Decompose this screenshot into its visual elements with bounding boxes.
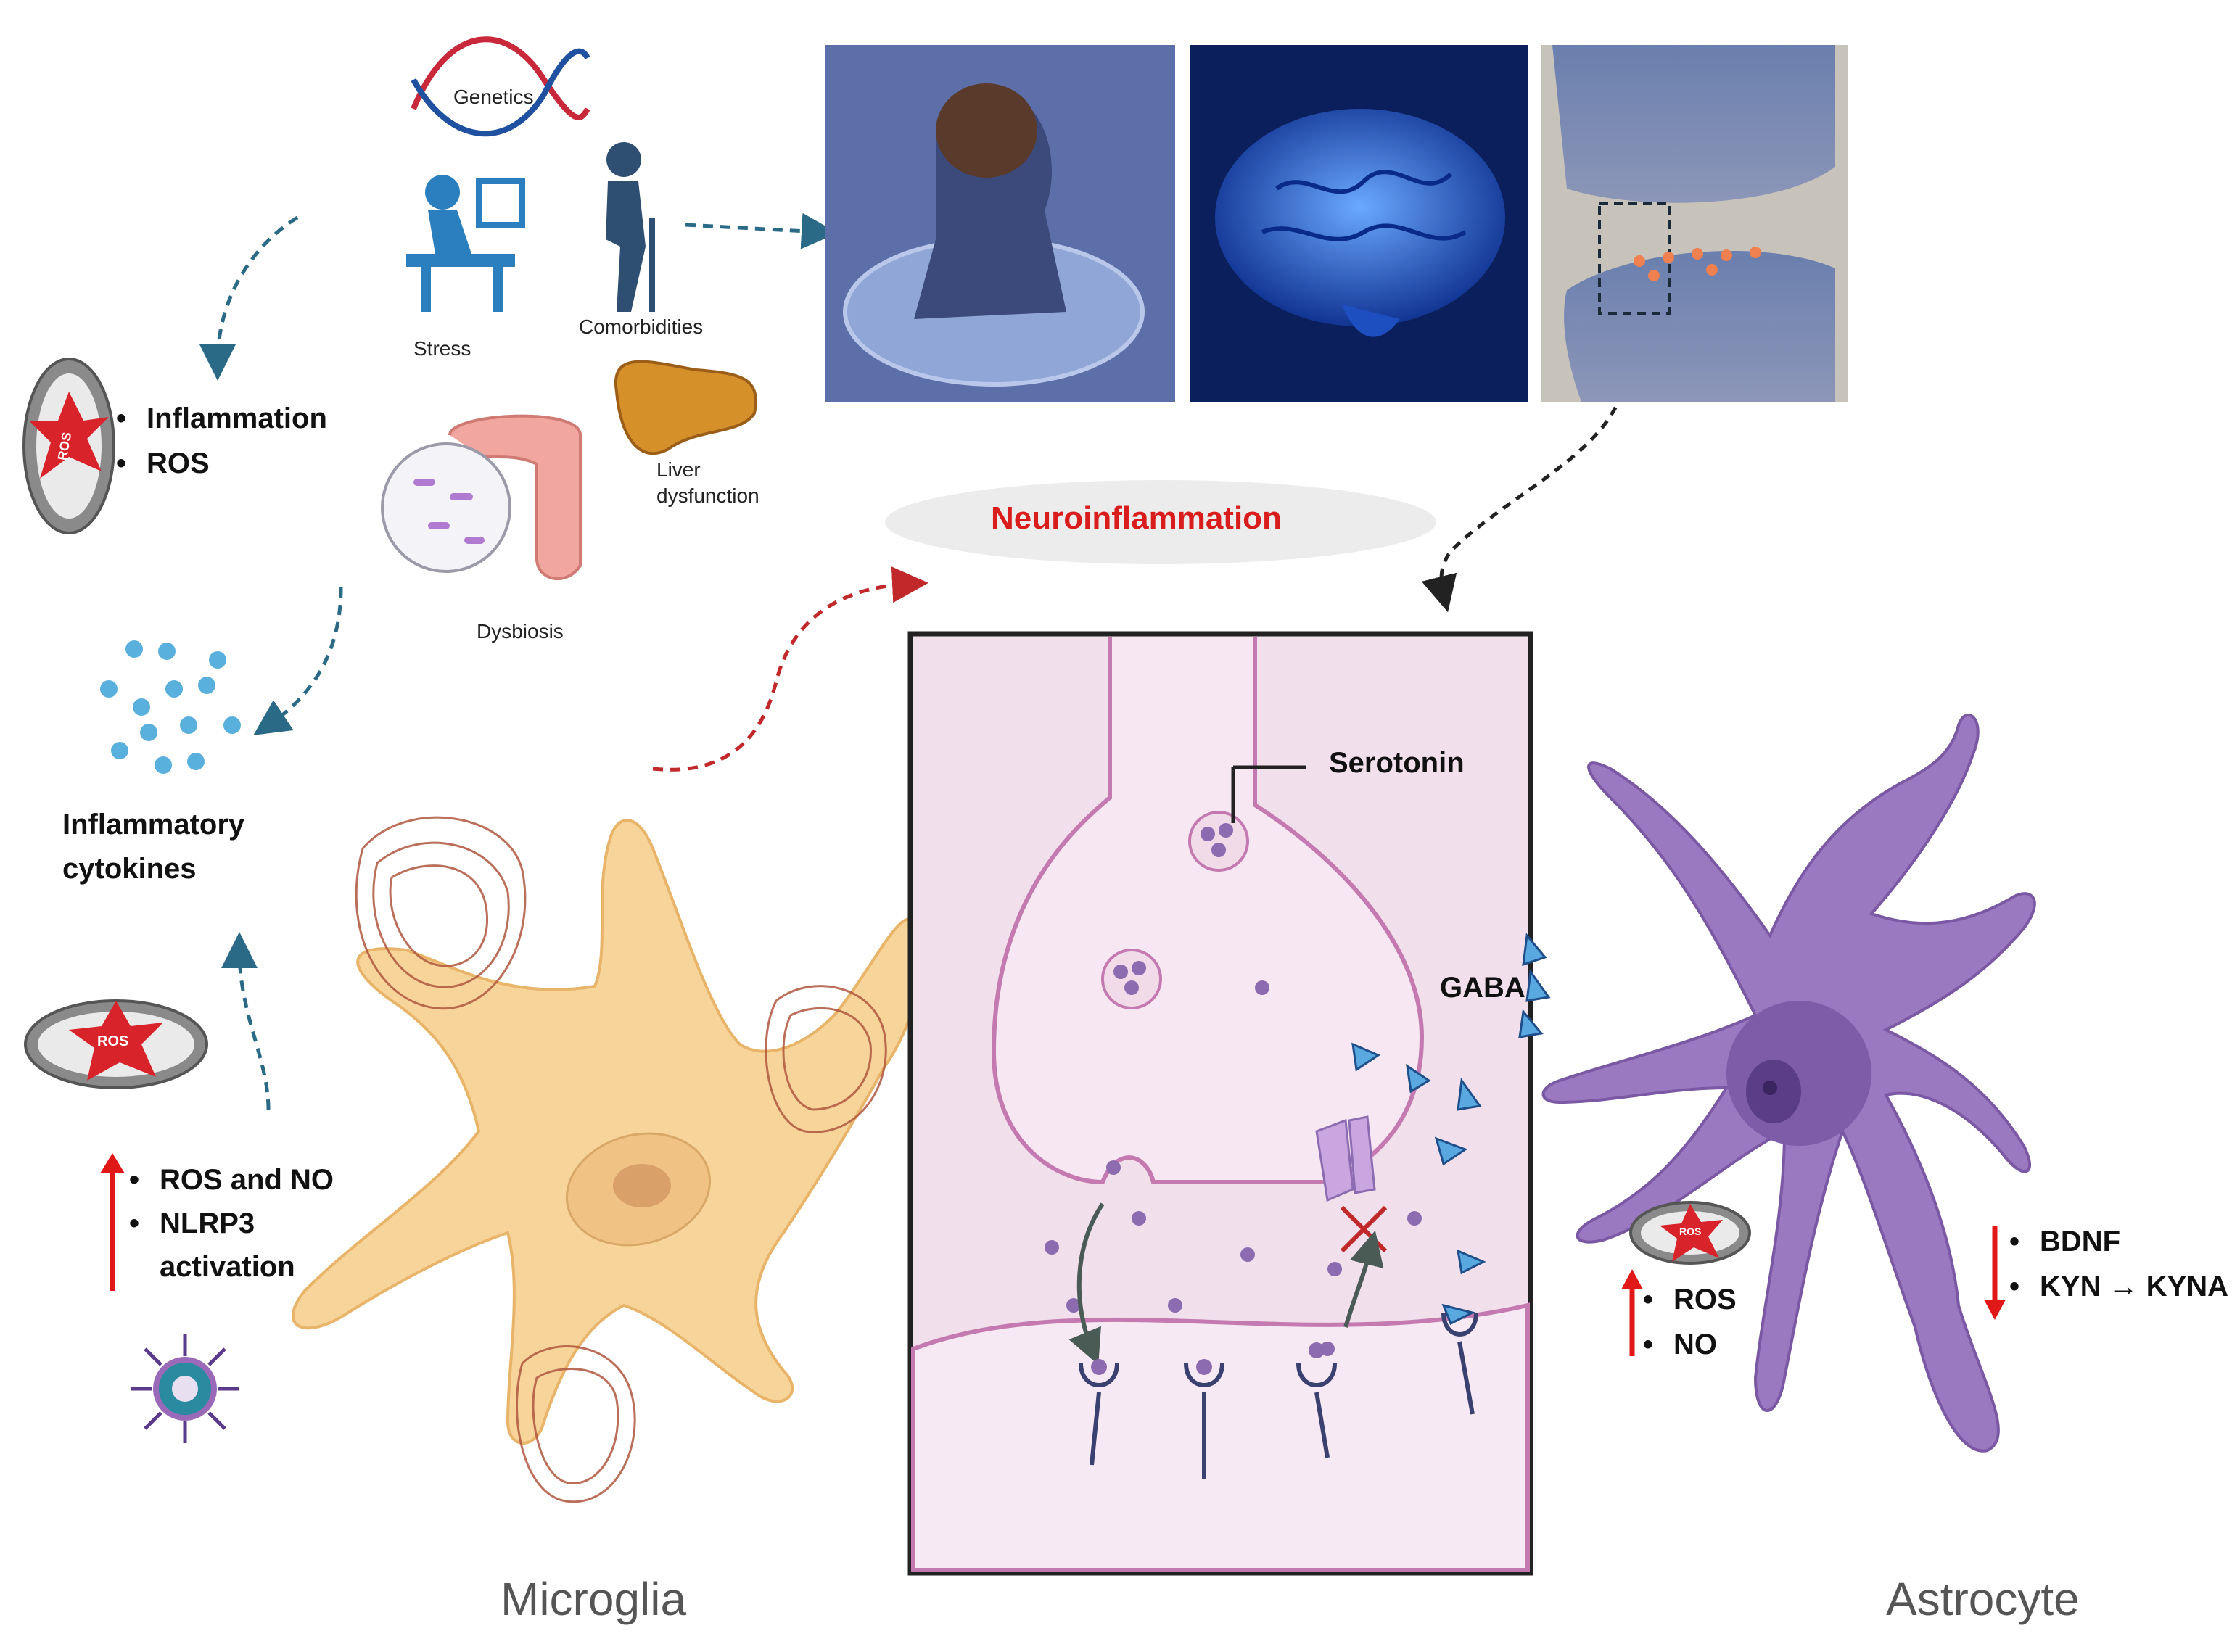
astrocyte-up-item: ROS	[1643, 1284, 1737, 1316]
synapse-panel	[907, 631, 1551, 1576]
comorbidities-icon	[606, 142, 655, 312]
dashed-arrow-up-to-cytokines	[221, 932, 271, 1110]
dysbiosis-icon	[381, 414, 582, 580]
cytokines-label-line1: Inflammatory	[62, 809, 245, 841]
dashed-arrow-to-images	[685, 212, 838, 249]
astrocyte-down-item: KYN → KYNA	[2009, 1271, 2228, 1303]
neuroinflammation-banner	[885, 480, 1436, 564]
astrocyte-up-item: NO	[1643, 1329, 1717, 1361]
comorbidities-label: Comorbidities	[579, 315, 704, 338]
brain-image	[1190, 45, 1528, 402]
serotonin-label: Serotonin	[1329, 747, 1465, 779]
stress-label: Stress	[413, 337, 471, 360]
cytokines-icon	[100, 640, 241, 774]
increase-arrow-astrocyte	[1621, 1269, 1643, 1356]
stress-icon	[406, 175, 525, 312]
dashed-arrow-to-neuroinflammation	[652, 566, 928, 772]
decrease-arrow-astrocyte	[1984, 1226, 2006, 1320]
astrocyte-cell	[1541, 713, 2036, 1453]
liver-label-line2: dysfunction	[656, 484, 759, 507]
microglia-item: activation	[160, 1251, 295, 1283]
gaba-label: GABA	[1440, 972, 1525, 1004]
increase-arrow-microglia	[100, 1153, 125, 1291]
astrocyte-label: Astrocyte	[1886, 1573, 2080, 1625]
genetics-label: Genetics	[453, 86, 534, 108]
ros-badge-mid: ROS	[97, 1033, 129, 1049]
synapse-image	[1541, 45, 1848, 402]
liver-label-line1: Liver	[656, 458, 701, 481]
neuroinflammation-title: Neuroinflammation	[991, 500, 1282, 536]
liver-icon	[614, 360, 757, 455]
inflammasome-icon	[131, 1334, 239, 1443]
cytokines-label-line2: cytokines	[62, 853, 197, 885]
mitochondrion-astrocyte-icon	[1629, 1201, 1751, 1265]
microglia-cell	[291, 816, 923, 1503]
dashed-arrow-to-mito	[199, 215, 299, 381]
mito-top-item: ROS	[116, 447, 210, 480]
mito-top-item: Inflammation	[116, 402, 327, 435]
microglia-label: Microglia	[501, 1573, 687, 1625]
astrocyte-down-item: BDNF	[2009, 1226, 2120, 1258]
mitochondrion-top-icon	[22, 358, 115, 534]
microglia-item: ROS and NO	[129, 1164, 334, 1197]
dashed-arrow-to-cytokines	[253, 587, 343, 735]
depression-image	[825, 45, 1175, 402]
ros-badge-astrocyte: ROS	[1679, 1226, 1702, 1237]
microglia-item: NLRP3	[129, 1207, 255, 1240]
mitochondrion-mid-icon	[24, 999, 208, 1089]
dashed-arrow-to-synapse	[1421, 376, 1627, 613]
dysbiosis-label: Dysbiosis	[477, 620, 564, 643]
dna-icon	[411, 36, 590, 137]
